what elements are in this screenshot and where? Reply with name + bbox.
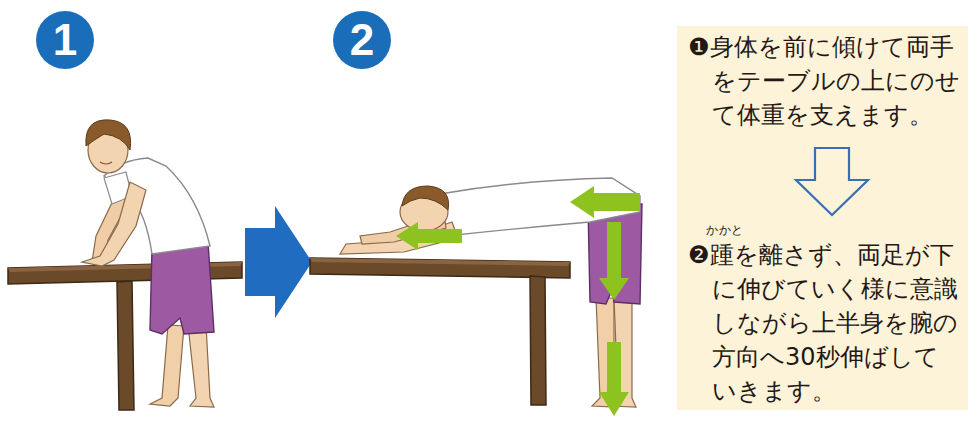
sequence-arrow [796, 148, 868, 215]
table-2 [310, 258, 570, 405]
furigana: かかと [706, 224, 744, 237]
step-arrow [245, 206, 312, 318]
step-number: 2 [332, 10, 392, 70]
instruction-panel: ❶身体を前に傾けて両手をテーブルの上にのせて体重を支えます。 ❷踵を離さず、両足が… [677, 26, 968, 410]
person-2 [340, 178, 642, 407]
direction-arrows [396, 186, 640, 416]
instruction-text: ❶身体を前に傾けて両手をテーブルの上にのせて体重を支えます。 [688, 30, 960, 132]
person-1 [82, 120, 214, 407]
step-number: 1 [35, 10, 95, 70]
step-number-text: 2 [332, 10, 392, 70]
instruction-text: ❷踵を離さず、両足が下に伸びていく様に意識しながら上半身を腕の方向へ30秒伸ばし… [688, 238, 960, 408]
step-number-text: 1 [35, 10, 95, 70]
